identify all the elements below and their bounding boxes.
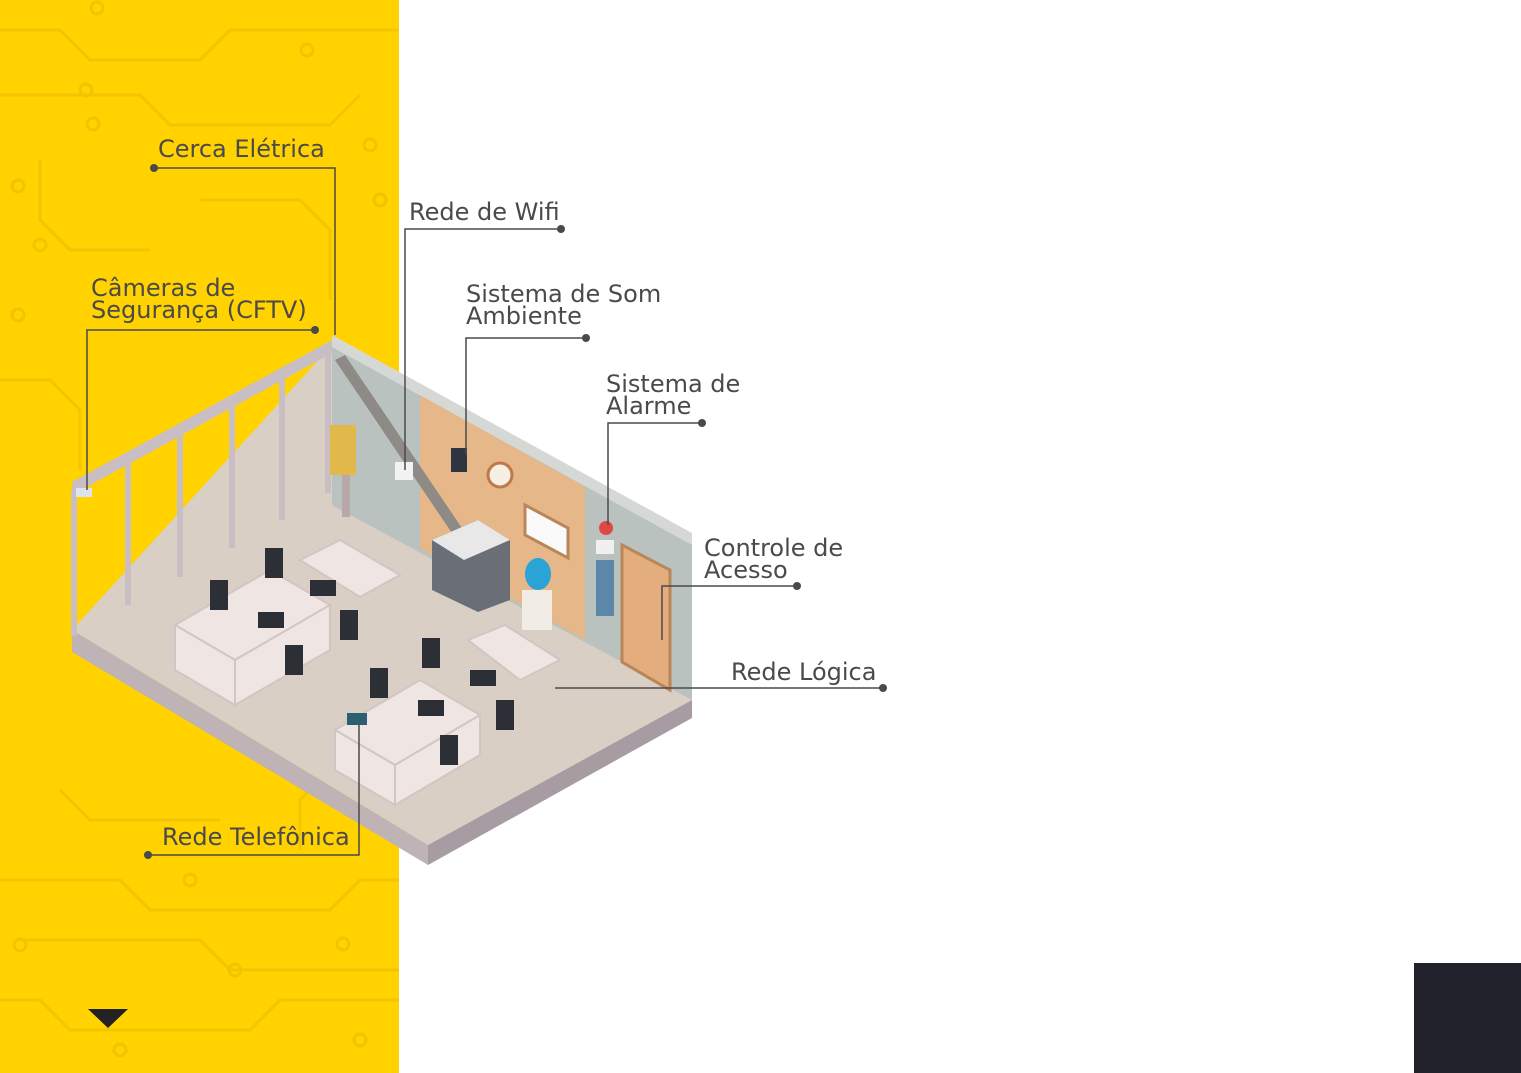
- label-cerca-eletrica: Cerca Elétrica: [158, 135, 325, 163]
- label-line-2: Acesso: [704, 556, 788, 584]
- label-line-1: Sistema de Som: [466, 280, 662, 308]
- label-controle-acesso: Controle de Acesso: [704, 534, 844, 584]
- label-cameras-seguranca: Câmeras de Segurança (CFTV): [91, 274, 307, 324]
- label-text: Cerca Elétrica: [158, 135, 325, 163]
- label-text: Rede Lógica: [731, 658, 877, 686]
- dark-corner-block: [1414, 963, 1521, 1073]
- label-line-2: Segurança (CFTV): [91, 296, 307, 324]
- label-line-1: Sistema de: [606, 370, 741, 398]
- label-line-2: Alarme: [606, 392, 692, 420]
- label-sistema-som: Sistema de Som Ambiente: [466, 280, 662, 330]
- label-rede-logica: Rede Lógica: [731, 658, 877, 686]
- label-rede-telefonica: Rede Telefônica: [162, 823, 350, 851]
- label-text: Rede de Wifi: [409, 198, 560, 226]
- label-rede-wifi: Rede de Wifi: [409, 198, 560, 226]
- label-text: Rede Telefônica: [162, 823, 350, 851]
- label-sistema-alarme: Sistema de Alarme: [606, 370, 741, 420]
- scroll-down-icon[interactable]: [88, 1009, 128, 1028]
- label-line-1: Controle de: [704, 534, 844, 562]
- label-line-2: Ambiente: [466, 302, 582, 330]
- label-line-1: Câmeras de: [91, 274, 236, 302]
